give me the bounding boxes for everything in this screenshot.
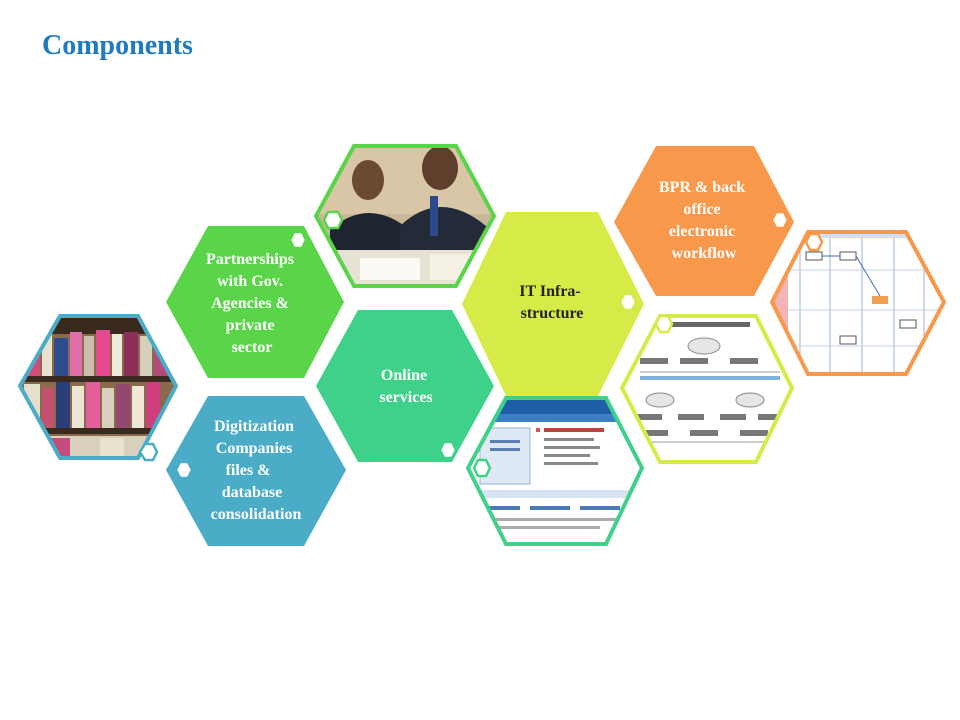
company-registry-website-image: [465, 396, 645, 546]
bpr-label: BPR & back office electronic workflow: [659, 179, 749, 262]
digitization-label: Digitization Companies files & database …: [211, 418, 302, 523]
connector-hexagon: [138, 442, 159, 462]
connector-hexagon: [654, 314, 674, 334]
connector-hexagon: [618, 292, 638, 312]
connector-hexagons: [138, 210, 824, 480]
workflow-diagram-image: [769, 230, 947, 376]
it-infrastructure-hexagon: IT Infra- structure: [462, 212, 644, 396]
signing-meeting-photo: [313, 144, 497, 288]
network-diagram-image: [619, 314, 795, 464]
connector-hexagon: [804, 232, 824, 252]
connector-hexagon: [322, 210, 344, 230]
connector-hexagon: [438, 440, 458, 460]
partnerships-label: Partnerships with Gov. Agencies & privat…: [206, 251, 298, 356]
partnerships-hexagon: Partnerships with Gov. Agencies & privat…: [166, 226, 344, 378]
file-shelves-photo: [17, 314, 179, 460]
online-services-label: Online services: [379, 367, 432, 406]
bpr-hexagon: BPR & back office electronic workflow: [614, 146, 794, 296]
connector-hexagon: [472, 458, 492, 478]
connector-hexagon: [174, 460, 194, 480]
connector-hexagon: [288, 230, 308, 250]
digitization-hexagon: Digitization Companies files & database …: [166, 396, 346, 546]
page-title: Components: [42, 30, 193, 61]
connector-hexagon: [770, 210, 790, 230]
online-services-hexagon: Online services: [316, 310, 494, 462]
it-infrastructure-label: IT Infra- structure: [519, 283, 585, 322]
